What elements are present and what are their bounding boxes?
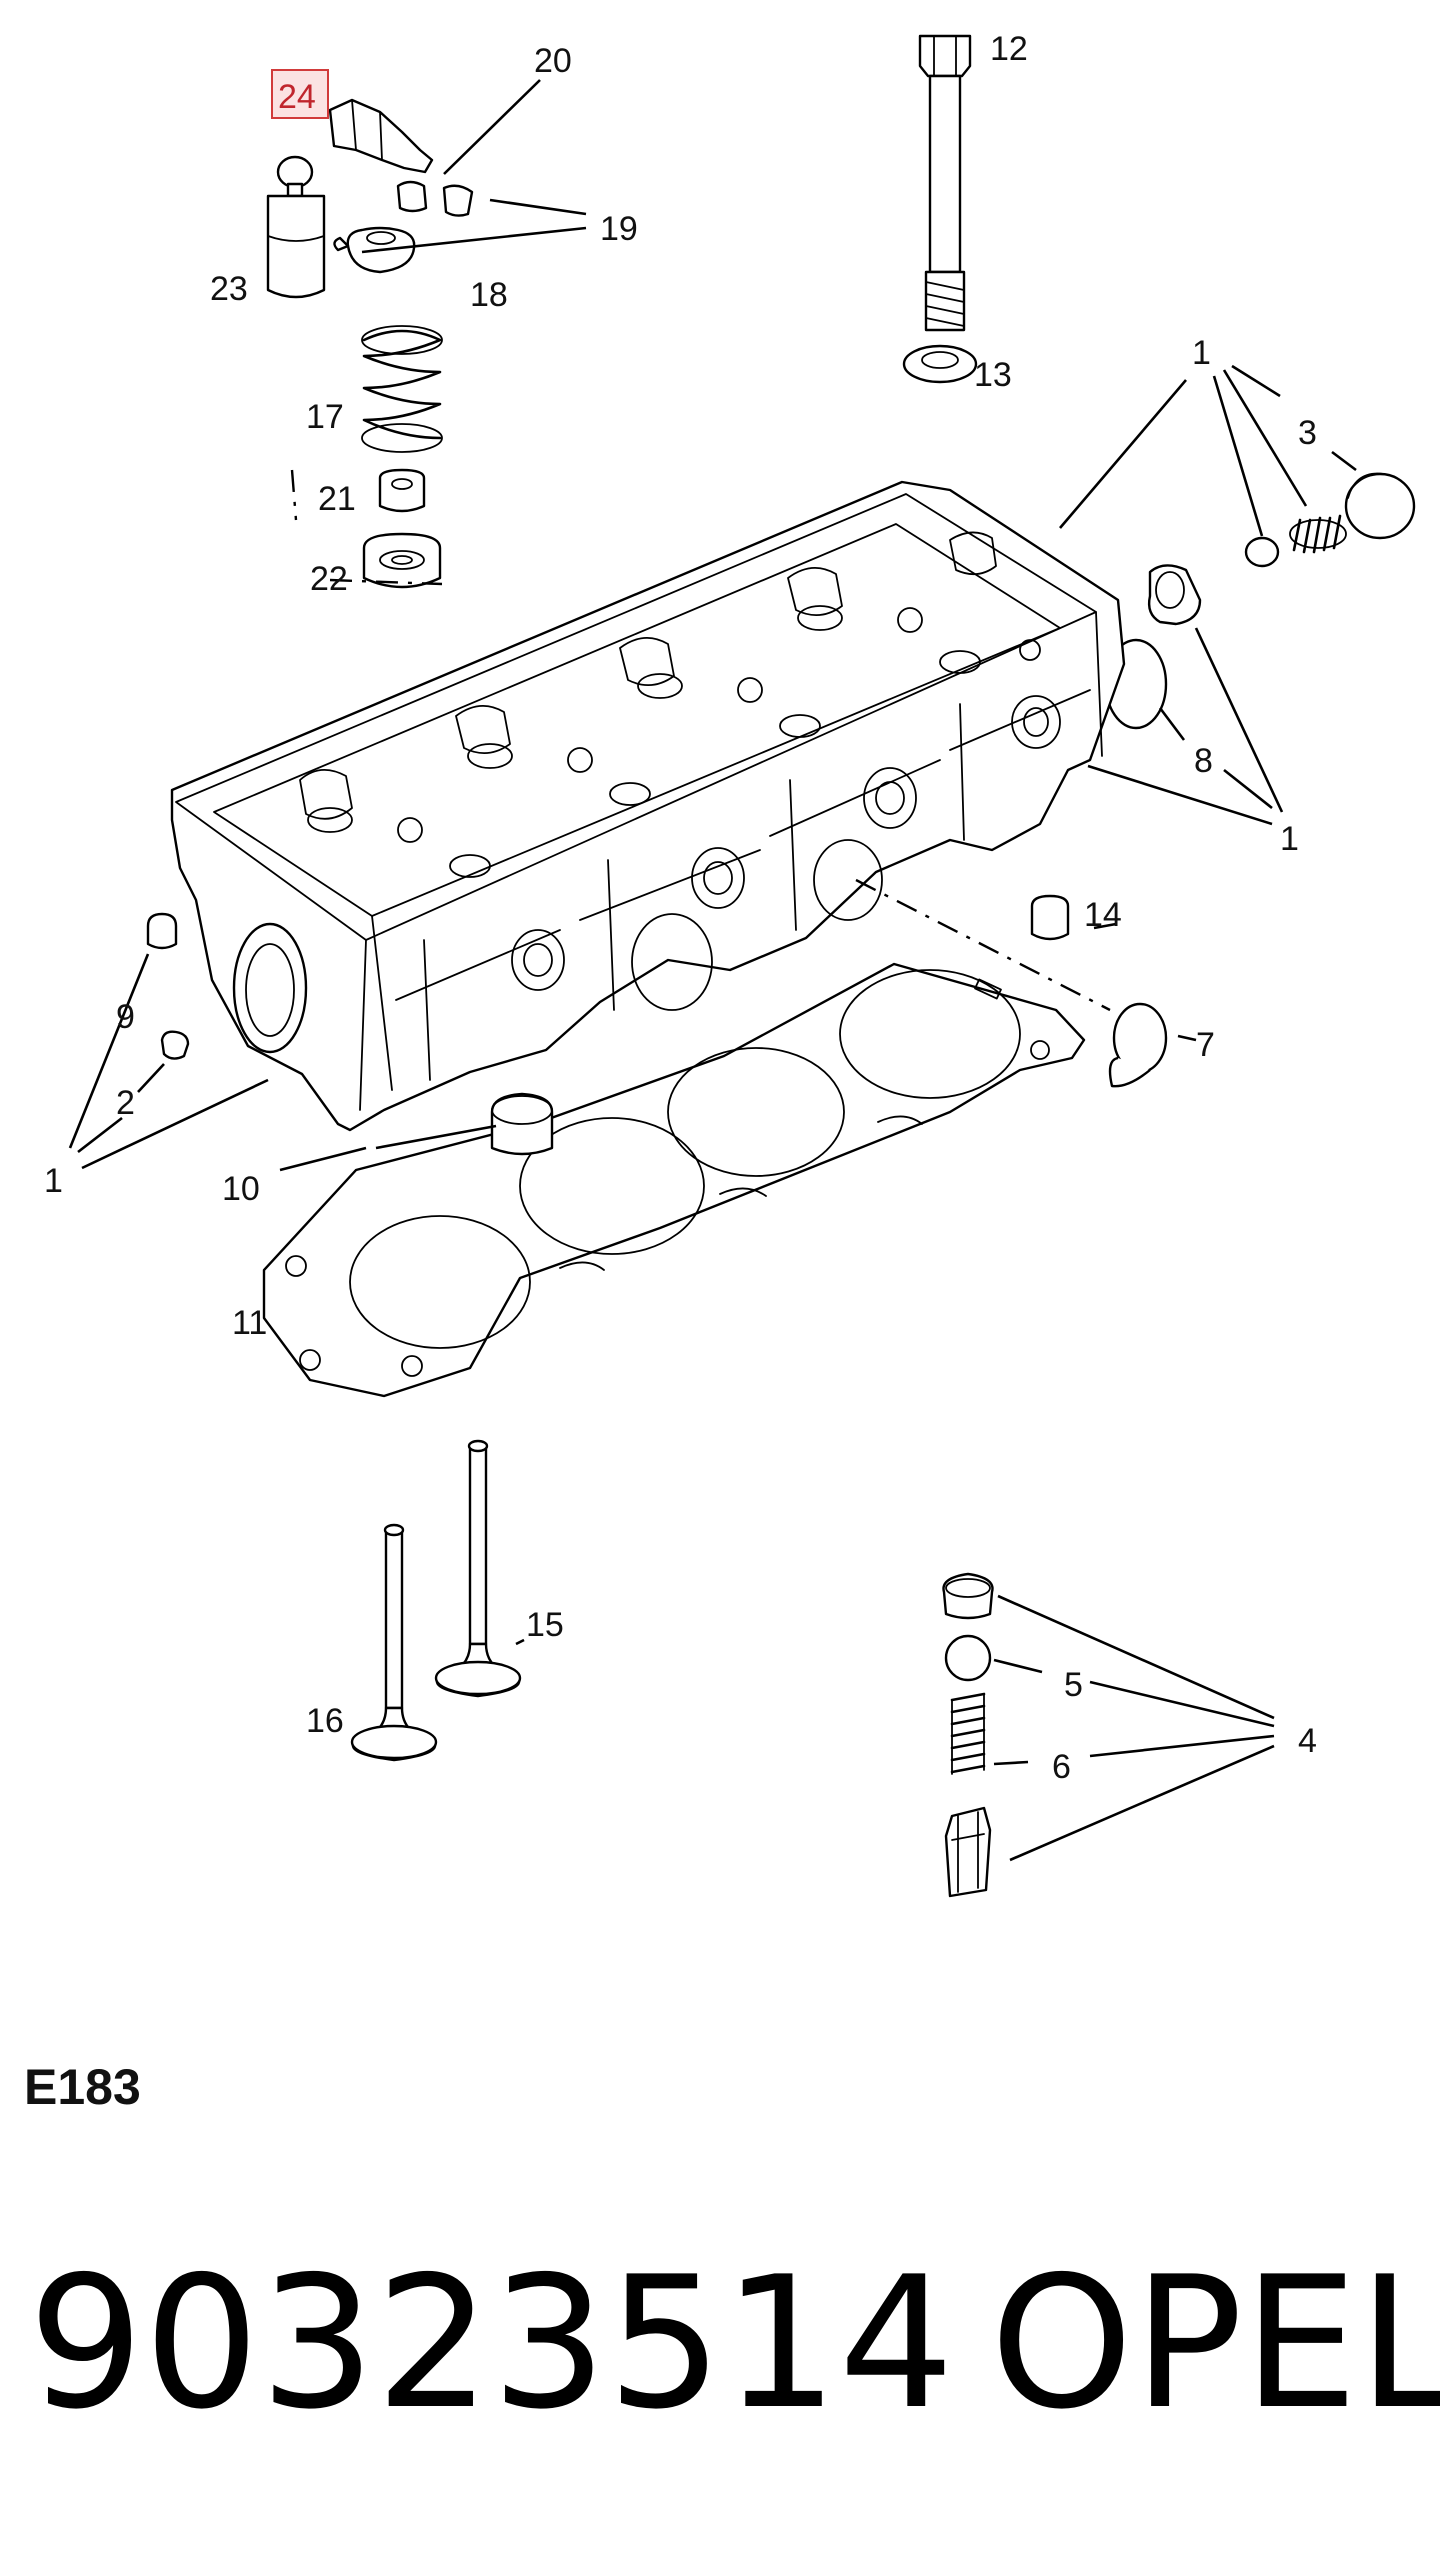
callout-23: 23 bbox=[210, 270, 248, 308]
brand-name: OPEL bbox=[990, 2237, 1440, 2449]
dowel-sleeve-part bbox=[490, 1092, 554, 1156]
exhaust-valve-part bbox=[434, 1439, 522, 1698]
callout-19: 19 bbox=[600, 210, 638, 248]
callout-15: 15 bbox=[526, 1606, 564, 1644]
callout-2: 2 bbox=[116, 1084, 135, 1122]
hydraulic-lifter-part bbox=[266, 155, 326, 299]
callout-7: 7 bbox=[1196, 1026, 1215, 1064]
coil-spring-part bbox=[1289, 514, 1347, 554]
callout-18: 18 bbox=[470, 276, 508, 314]
callout-22: 22 bbox=[310, 560, 348, 598]
callout-11: 11 bbox=[232, 1304, 267, 1342]
callout-8: 8 bbox=[1194, 742, 1213, 780]
oil-seal-part-7 bbox=[1108, 1002, 1168, 1088]
callout-4: 4 bbox=[1298, 1722, 1317, 1760]
callout-5: 5 bbox=[1064, 1666, 1083, 1704]
part-number: 90323514 bbox=[28, 2237, 955, 2449]
plug-part-9 bbox=[146, 912, 178, 950]
tensioner-ball-part bbox=[944, 1634, 992, 1682]
callout-12: 12 bbox=[990, 30, 1028, 68]
small-ball-part bbox=[1244, 536, 1280, 568]
cylinder-head-part bbox=[170, 480, 1126, 1132]
valve-stem-seal-part bbox=[378, 468, 426, 513]
highlighted-callout-box bbox=[271, 69, 329, 119]
callout-10: 10 bbox=[222, 1170, 260, 1208]
set-screw-part-2 bbox=[160, 1030, 190, 1060]
callout-13: 13 bbox=[974, 356, 1012, 394]
callout-14: 14 bbox=[1084, 896, 1122, 934]
callout-16: 16 bbox=[306, 1702, 344, 1740]
tensioner-cap-part bbox=[942, 1572, 994, 1620]
valve-collet-part bbox=[396, 180, 474, 217]
diagram-code: E183 bbox=[24, 2059, 141, 2115]
callout-1-top: 1 bbox=[1192, 334, 1211, 372]
expansion-plug-part bbox=[1344, 472, 1416, 540]
callout-6: 6 bbox=[1052, 1748, 1071, 1786]
locating-sleeve-part bbox=[1030, 894, 1070, 941]
spring-seat-washer-part bbox=[362, 532, 442, 589]
callout-20: 20 bbox=[534, 42, 572, 80]
leader-lines bbox=[68, 79, 1357, 1862]
head-bolt-part bbox=[918, 34, 972, 332]
rocker-arm-part bbox=[328, 98, 434, 174]
callout-24: 24 bbox=[278, 78, 316, 116]
valve-spring-part bbox=[361, 325, 443, 453]
callout-1-left: 1 bbox=[44, 1162, 63, 1200]
intake-valve-part bbox=[350, 1523, 438, 1762]
callout-1-right: 1 bbox=[1280, 820, 1299, 858]
callout-labels: 24 20 19 23 18 17 21 22 12 13 1 3 8 1 14… bbox=[44, 30, 1317, 1786]
tensioner-spring-part bbox=[950, 1692, 986, 1775]
bolt-washer-part bbox=[902, 344, 978, 384]
tensioner-body-part bbox=[944, 1806, 992, 1898]
callout-3: 3 bbox=[1298, 414, 1317, 452]
callout-21: 21 bbox=[318, 480, 356, 518]
callout-9: 9 bbox=[116, 998, 135, 1036]
head-gasket-part bbox=[262, 962, 1086, 1398]
callout-17: 17 bbox=[306, 398, 344, 436]
